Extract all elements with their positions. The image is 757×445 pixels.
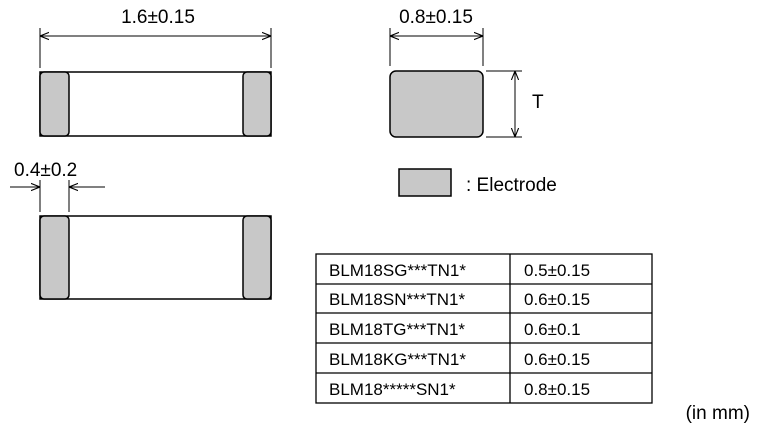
left-electrode <box>39 215 70 300</box>
width-label: 0.8±0.15 <box>399 7 473 28</box>
thickness-dimension: T <box>486 70 544 138</box>
part-number-cell: BLM18SN***TN1* <box>329 290 465 309</box>
thickness-table: BLM18SG***TN1* 0.5±0.15 BLM18SN***TN1* 0… <box>315 253 653 404</box>
electrode-legend-label: : Electrode <box>466 175 557 196</box>
left-electrode <box>39 71 70 137</box>
end-view-chip <box>389 70 484 138</box>
chip-body <box>39 71 272 137</box>
end-electrode <box>389 70 484 138</box>
right-electrode <box>242 215 272 300</box>
bottom-view-chip <box>39 215 272 300</box>
thickness-cell: 0.6±0.1 <box>524 320 581 339</box>
table-row: BLM18TG***TN1* 0.6±0.1 <box>329 320 581 339</box>
part-number-cell: BLM18*****SN1* <box>329 380 456 399</box>
electrode-legend: : Electrode <box>398 168 557 197</box>
units-note: (in mm) <box>686 403 750 424</box>
part-number-cell: BLM18SG***TN1* <box>329 261 466 280</box>
table-row: BLM18SG***TN1* 0.5±0.15 <box>329 261 590 280</box>
thickness-cell: 0.6±0.15 <box>524 350 590 369</box>
part-number-cell: BLM18KG***TN1* <box>329 350 466 369</box>
electrode-swatch <box>398 168 452 197</box>
thickness-label: T <box>532 92 544 113</box>
part-number-cell: BLM18TG***TN1* <box>329 320 465 339</box>
right-electrode <box>242 71 272 137</box>
thickness-cell: 0.8±0.15 <box>524 380 590 399</box>
length-dimension: 1.6±0.15 <box>39 7 272 68</box>
thickness-cell: 0.6±0.15 <box>524 290 590 309</box>
electrode-width-dimension: 0.4±0.2 <box>10 160 105 212</box>
table-row: BLM18KG***TN1* 0.6±0.15 <box>329 350 590 369</box>
width-dimension: 0.8±0.15 <box>389 7 484 66</box>
length-label: 1.6±0.15 <box>121 7 195 28</box>
table-row: BLM18*****SN1* 0.8±0.15 <box>329 380 590 399</box>
chip-body <box>39 215 272 300</box>
top-view-chip <box>39 71 272 137</box>
table-row: BLM18SN***TN1* 0.6±0.15 <box>329 290 590 309</box>
electrode-width-label: 0.4±0.2 <box>14 160 77 181</box>
thickness-cell: 0.5±0.15 <box>524 261 590 280</box>
